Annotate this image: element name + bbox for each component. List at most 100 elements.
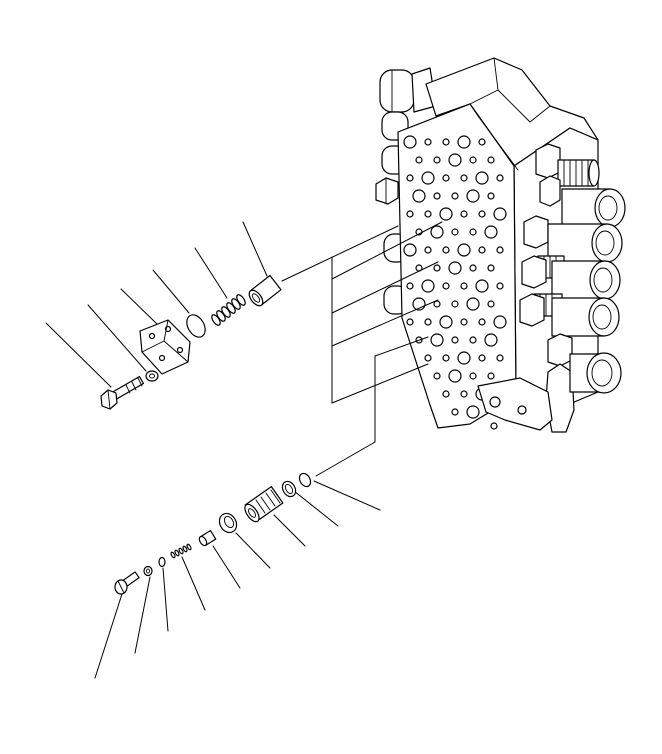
face-port-hole <box>439 315 453 329</box>
face-port-hole <box>466 405 480 419</box>
face-bolt-hole <box>406 210 414 218</box>
face-bolt-hole <box>469 336 477 344</box>
lower-part-group <box>114 472 312 595</box>
bracket-hole <box>490 422 498 430</box>
upper-part-group <box>100 274 282 410</box>
small-washer <box>143 565 153 577</box>
nut-inner <box>223 515 235 529</box>
face-bolt-hole <box>424 318 432 326</box>
spool-cap-end <box>591 223 623 263</box>
plate-bolt-hole <box>148 332 156 340</box>
face-bolt-hole <box>478 138 486 146</box>
top-housing-edge <box>529 105 551 123</box>
spring-coil <box>186 543 192 551</box>
leader-line <box>94 593 123 679</box>
pilot-cap-body <box>379 69 415 113</box>
connection-line <box>315 441 376 477</box>
callout-lines <box>45 221 443 679</box>
valve-port-face <box>397 103 517 429</box>
face-bolt-hole <box>478 354 486 362</box>
face-bolt-hole <box>469 156 477 164</box>
valve-spring <box>211 294 246 326</box>
face-bolt-hole <box>451 300 459 308</box>
face-bolt-hole <box>442 282 450 290</box>
face-bolt-hole <box>442 390 450 398</box>
washer-inner <box>146 568 150 574</box>
face-port-hole <box>457 135 471 149</box>
hex-plug-head <box>375 177 399 205</box>
side-hex-plug <box>375 177 399 205</box>
washer <box>145 370 159 382</box>
backup-ring-outer <box>281 480 297 498</box>
leader-line <box>134 576 151 654</box>
valve-sleeve <box>248 274 282 307</box>
bracket-hole <box>489 396 501 408</box>
face-bolt-hole <box>478 246 486 254</box>
leader-line <box>273 514 306 547</box>
fitting-end <box>588 159 600 187</box>
spool-cap-ring <box>595 230 615 256</box>
face-bolt-hole <box>433 372 441 380</box>
face-port-hole <box>448 153 462 167</box>
face-port-hole <box>412 297 426 311</box>
plug-bore <box>248 508 256 518</box>
face-bolt-hole <box>487 264 495 272</box>
face-bolt-hole <box>487 156 495 164</box>
face-bolt-hole <box>451 336 459 344</box>
spool-cap-2 <box>523 215 623 263</box>
spool-cap-ring <box>593 267 613 293</box>
face-bolt-hole <box>433 300 441 308</box>
leader-line <box>194 247 228 299</box>
plate-bolt-hole <box>158 354 166 362</box>
face-bolt-hole <box>496 354 504 362</box>
face-port-hole <box>475 171 489 185</box>
leader-line <box>181 556 206 611</box>
face-bolt-hole <box>415 336 423 344</box>
spool-cap-ring <box>592 304 612 330</box>
washer-outer <box>143 565 153 577</box>
face-port-hole <box>421 279 435 293</box>
small-o-ring <box>158 556 166 568</box>
plug-front-end <box>244 503 260 523</box>
hex-bolt <box>100 375 145 410</box>
bracket-plate <box>477 377 553 431</box>
face-port-hole <box>412 189 426 203</box>
backup-ring <box>281 480 297 498</box>
fitting-threads <box>563 159 589 187</box>
face-bolt-hole <box>424 210 432 218</box>
washer-outer <box>145 370 159 382</box>
face-bolt-hole <box>424 354 432 362</box>
face-bolt-hole <box>478 210 486 218</box>
bolt-head-flat <box>107 389 111 410</box>
spool-hex-nut <box>539 175 561 207</box>
face-bolt-hole <box>451 408 459 416</box>
spool-cap-end <box>594 188 626 228</box>
plug-bolt <box>114 571 140 595</box>
face-bolt-hole <box>406 282 414 290</box>
leader-line <box>242 221 268 277</box>
face-bolt-hole <box>469 228 477 236</box>
face-bolt-hole <box>460 174 468 182</box>
spool-cap-ring <box>598 195 618 221</box>
leader-line <box>152 269 190 314</box>
plate-bolt-hole <box>176 346 184 354</box>
face-port-hole <box>484 225 498 239</box>
spring-coil <box>174 549 180 557</box>
face-port-hole <box>493 207 507 221</box>
connection-line <box>331 299 439 347</box>
leader-line <box>45 322 112 388</box>
face-bolt-hole <box>433 192 441 200</box>
spool-cap-4 <box>519 293 620 337</box>
face-bolt-hole <box>469 372 477 380</box>
face-bolt-hole <box>424 138 432 146</box>
face-port-hole <box>457 243 471 257</box>
face-port-hole <box>493 315 507 329</box>
spool-hex-nut <box>521 255 547 289</box>
face-port-hole <box>430 333 444 347</box>
face-port-hole <box>448 261 462 275</box>
cover-plate <box>139 319 191 375</box>
face-port-hole <box>430 225 444 239</box>
face-bolt-hole <box>487 372 495 380</box>
o-ring <box>186 314 206 338</box>
